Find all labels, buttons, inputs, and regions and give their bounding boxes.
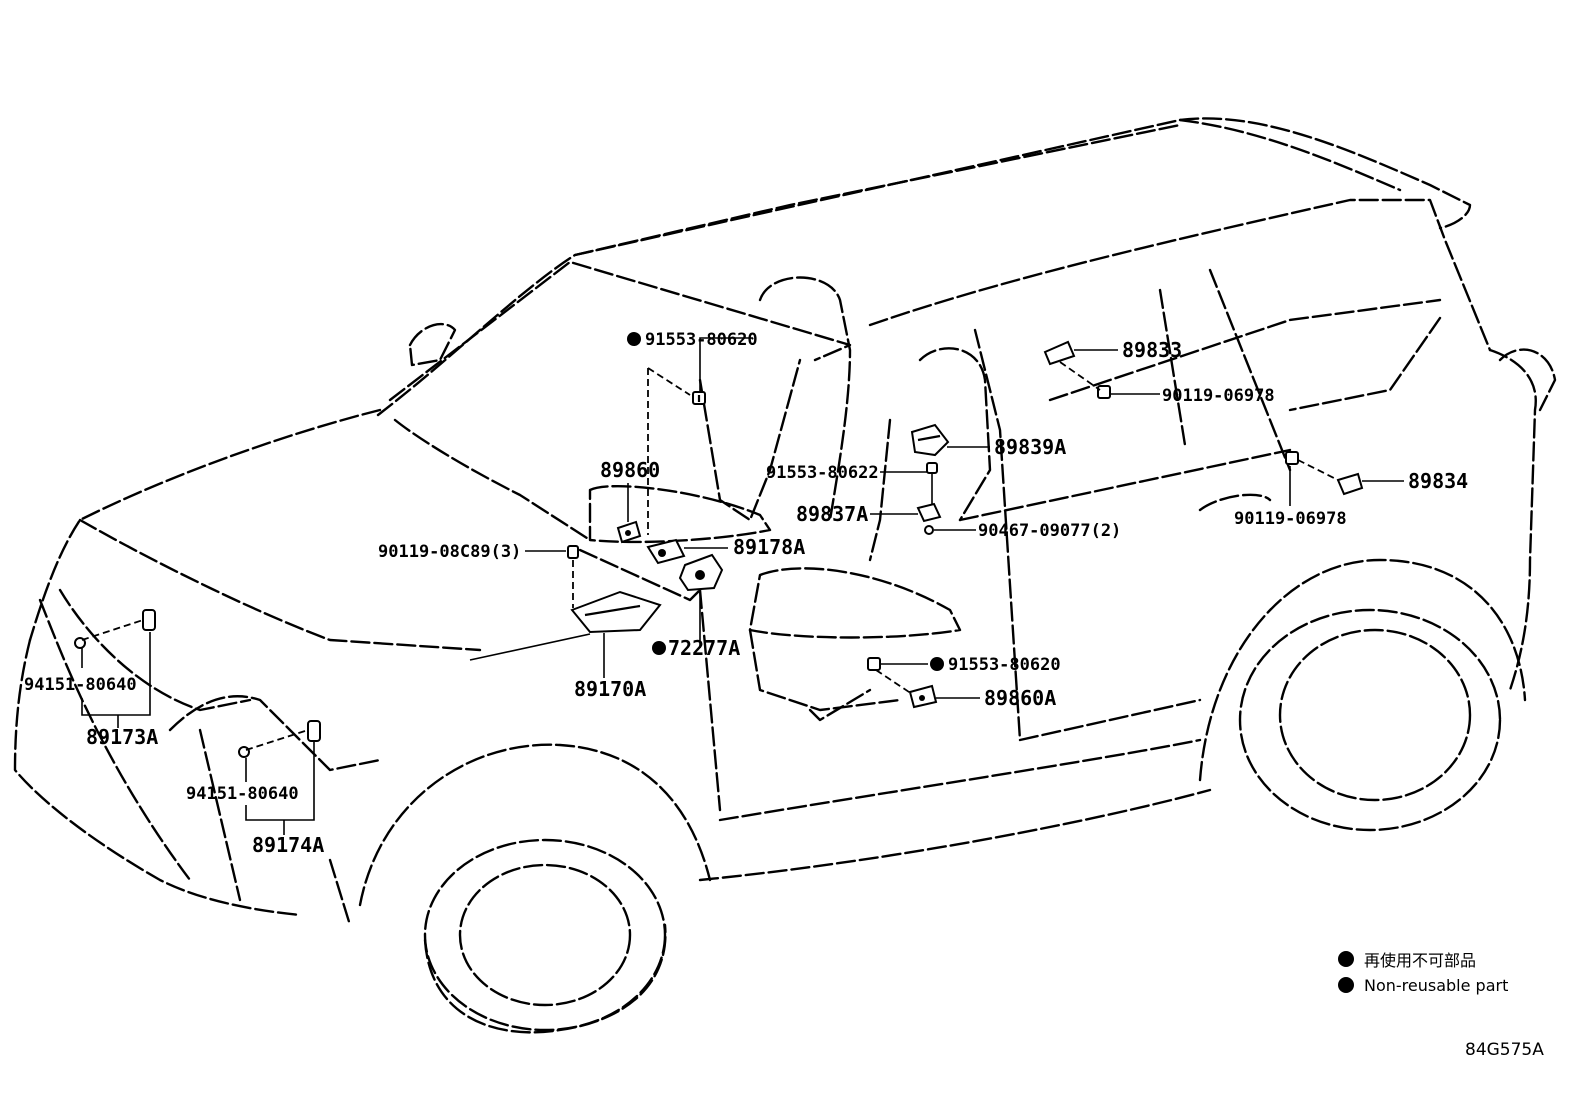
- label-89860a: 89860A: [984, 686, 1056, 710]
- illustration-id: 84G575A: [1465, 1040, 1544, 1060]
- sensor-89178a-shape: [646, 538, 686, 565]
- sensor-89860a-shape: [867, 657, 938, 709]
- bolt-91553-80620-top-shape: [692, 391, 706, 405]
- sensor-89839a-shape: [910, 423, 950, 474]
- label-89174a: 89174A: [252, 833, 324, 857]
- legend: 再使用不可部品 Non-reusable part: [1338, 946, 1508, 998]
- label-90119-08c89: 90119-08C89(3): [378, 542, 521, 562]
- legend-text-en: Non-reusable part: [1364, 975, 1509, 995]
- sensor-89833-shape: [1043, 340, 1111, 399]
- label-89860: 89860: [600, 458, 660, 482]
- label-90119-06978-a: 90119-06978: [1162, 386, 1275, 406]
- non-reusable-dot: [1338, 977, 1354, 993]
- non-reusable-dot: [1338, 951, 1354, 967]
- label-89839a: 89839A: [994, 435, 1066, 459]
- label-91553-80620-top: 91553-80620: [645, 330, 758, 350]
- front-sensor-89174a-shape: [238, 720, 321, 758]
- part-shapes: [74, 340, 1364, 758]
- non-reusable-dot: [627, 332, 641, 346]
- bracket-72277a-shape: [678, 553, 724, 592]
- label-90467-09077: 90467-09077(2): [978, 521, 1121, 541]
- sensor-89834-shape: [1285, 451, 1364, 496]
- label-91553-80620-low: 91553-80620: [948, 655, 1061, 675]
- leader-lines: [81, 337, 1404, 835]
- label-72277a: 72277A: [668, 636, 740, 660]
- vehicle-body-outline: [13, 117, 1557, 1034]
- sensor-89860-shape: [616, 520, 642, 544]
- label-89170a: 89170A: [574, 677, 646, 701]
- non-reusable-dot: [930, 657, 944, 671]
- ecu-89170a-shape: [567, 545, 662, 634]
- label-90119-06978-b: 90119-06978: [1234, 509, 1347, 529]
- part-labels: 91553-80620 89860 90119-08C89(3) 89178A …: [24, 330, 1468, 857]
- label-89833: 89833: [1122, 338, 1182, 362]
- label-89178a: 89178A: [733, 535, 805, 559]
- label-91553-80622: 91553-80622: [766, 463, 879, 483]
- sensor-89837a-shape: [916, 502, 942, 535]
- legend-row-jp: 再使用不可部品: [1338, 946, 1508, 972]
- label-89837a: 89837A: [796, 502, 868, 526]
- label-94151-80640-a: 94151-80640: [24, 675, 137, 695]
- label-89173a: 89173A: [86, 725, 158, 749]
- label-94151-80640-b: 94151-80640: [186, 784, 299, 804]
- legend-row-en: Non-reusable part: [1338, 972, 1508, 998]
- non-reusable-dot: [652, 641, 666, 655]
- label-89834: 89834: [1408, 469, 1468, 493]
- legend-text-jp: 再使用不可部品: [1364, 951, 1477, 970]
